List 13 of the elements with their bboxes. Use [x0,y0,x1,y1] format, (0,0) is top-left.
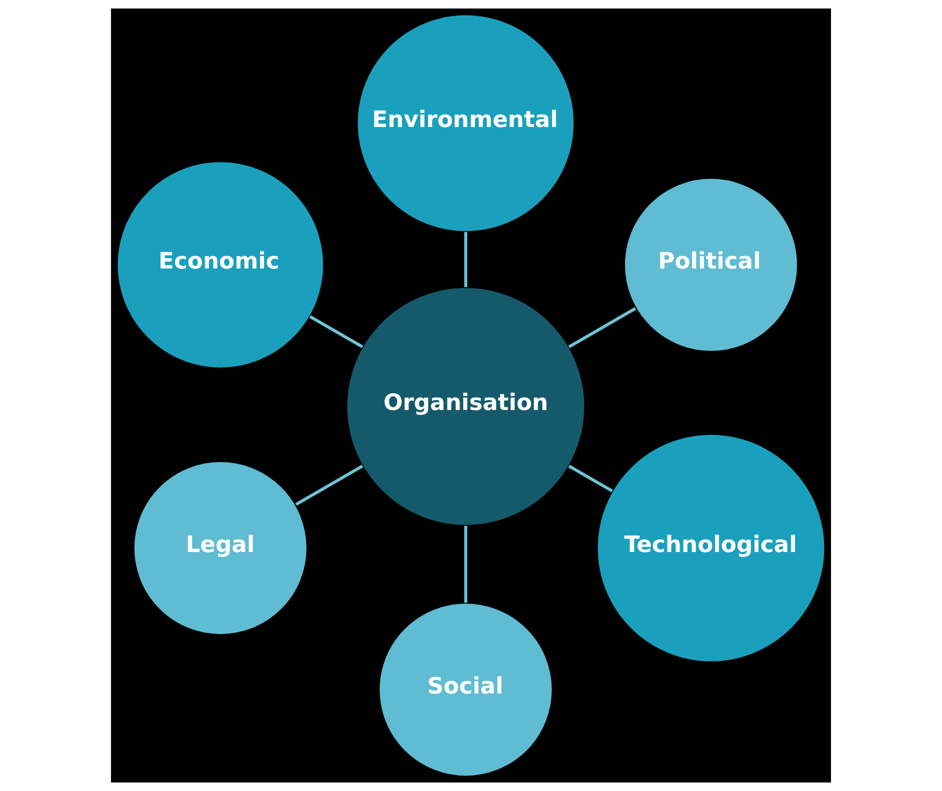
node-circle: Organisation [346,286,586,526]
node-circle: Environmental [356,14,576,233]
node-circle: Legal [132,460,308,636]
node-circle: Technological [596,433,826,663]
connector [464,232,468,288]
connector [568,307,636,348]
node-circle: Social [378,602,554,778]
connector [568,464,613,492]
node-circle: Economic [116,160,325,369]
node-circle: Political [623,177,799,352]
connector [309,315,364,348]
connector [464,526,468,603]
connector [295,464,364,506]
